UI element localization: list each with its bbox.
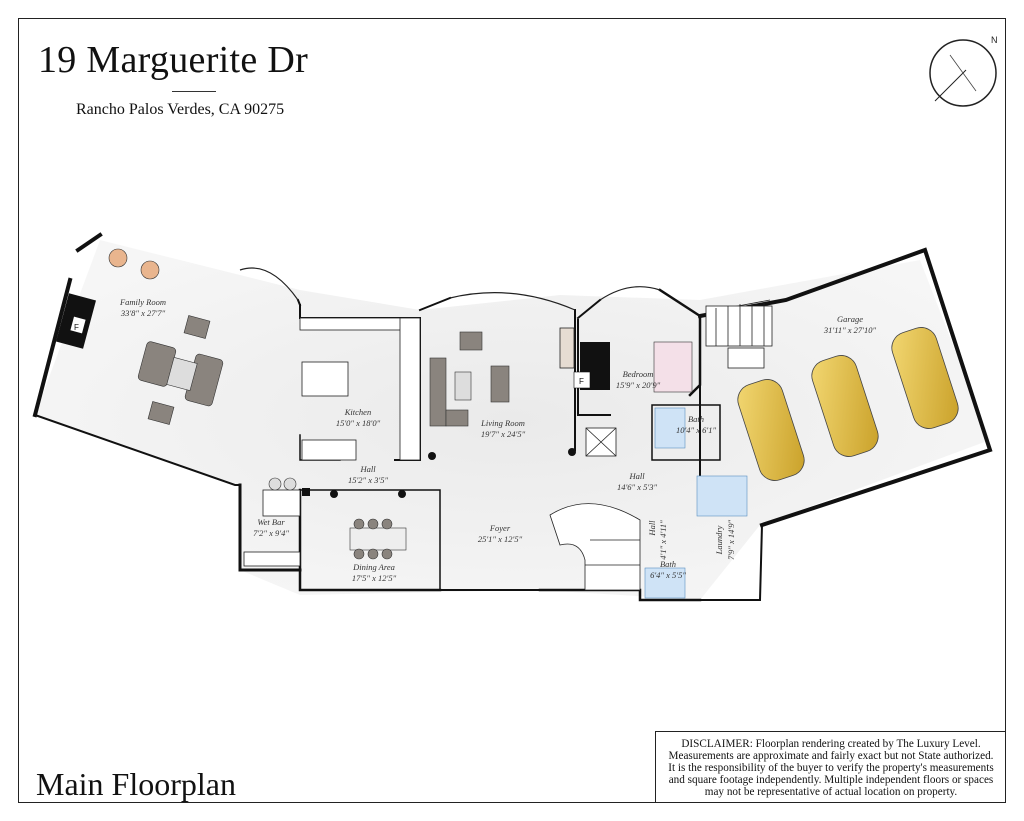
room-dims-dining-area: 17'5" x 12'5" — [352, 573, 397, 583]
compass-icon: N — [929, 35, 998, 107]
car-icon — [737, 327, 959, 481]
room-dims-kitchen: 15'0" x 18'0" — [336, 418, 381, 428]
room-dims-hall-1: 15'2" x 3'5" — [348, 475, 388, 485]
room-name-bedroom: Bedroom — [623, 369, 654, 379]
room-name-hall-3: Hall — [647, 520, 657, 537]
fireplace-icon: F — [573, 342, 610, 390]
room-name-hall-1: Hall — [359, 464, 376, 474]
room-dims-bath-2: 6'4" x 5'5" — [650, 570, 686, 580]
fireplace-icon: F — [56, 293, 96, 349]
address-divider — [172, 91, 216, 92]
property-city: Rancho Palos Verdes, CA 90275 — [76, 101, 285, 118]
room-name-dining-area: Dining Area — [352, 562, 395, 572]
floorplan-title: Main Floorplan — [36, 766, 236, 802]
room-name-wet-bar: Wet Bar — [257, 517, 285, 527]
bath-tiles — [644, 407, 748, 599]
interior-details — [239, 267, 773, 591]
room-name-garage: Garage — [837, 314, 863, 324]
room-name-kitchen: Kitchen — [344, 407, 371, 417]
room-dims-family-room: 33'8" x 27'7" — [120, 308, 166, 318]
room-name-living-room: Living Room — [480, 418, 525, 428]
room-name-bath-2: Bath — [660, 559, 676, 569]
property-address: 19 Marguerite Dr — [38, 39, 309, 81]
furniture — [108, 248, 693, 560]
room-dims-living-room: 19'7" x 24'5" — [481, 429, 526, 439]
room-dims-garage: 31'11" x 27'10" — [823, 325, 877, 335]
room-dims-bath-1: 10'4" x 6'1" — [676, 425, 716, 435]
room-name-bath-1: Bath — [688, 414, 704, 424]
room-dims-foyer: 25'1" x 12'5" — [478, 534, 523, 544]
room-name-laundry: Laundry — [714, 525, 724, 555]
room-labels: Family Room 33'8" x 27'7" Kitchen 15'0" … — [119, 297, 877, 583]
columns — [302, 448, 576, 498]
disclaimer-box: DISCLAIMER: Floorplan rendering created … — [655, 731, 1006, 803]
room-dims-laundry: 7'9" x 14'9" — [726, 520, 736, 560]
room-name-foyer: Foyer — [489, 523, 511, 533]
disclaimer-label: DISCLAIMER: — [681, 738, 753, 750]
compass-north-label: N — [991, 35, 998, 45]
room-dims-wet-bar: 7'2" x 9'4" — [253, 528, 289, 538]
room-dims-bedroom: 15'9" x 20'9" — [616, 380, 661, 390]
svg-text:F: F — [74, 323, 79, 332]
svg-text:F: F — [579, 377, 584, 386]
room-name-family-room: Family Room — [119, 297, 166, 307]
room-dims-hall-2: 14'6" x 5'3" — [617, 482, 657, 492]
room-dims-hall-3: 4'1" x 4'11" — [658, 520, 668, 560]
page-border — [18, 18, 1006, 803]
room-name-hall-2: Hall — [628, 471, 645, 481]
disclaimer-text: Floorplan rendering created by The Luxur… — [668, 738, 994, 798]
